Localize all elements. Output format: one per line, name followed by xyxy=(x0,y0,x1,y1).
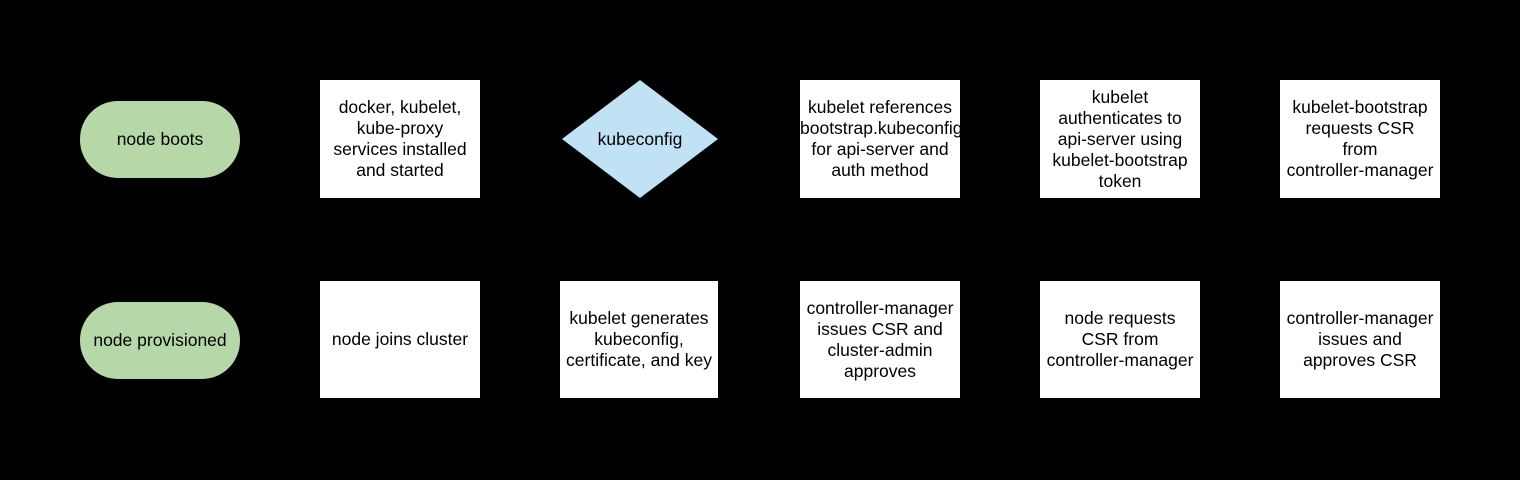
node-label: node boots xyxy=(116,129,204,149)
process-kubelet-references-bootstrap-kubeconfig: kubelet references bootstrap.kubeconfig … xyxy=(800,80,960,198)
node-label: controller-manager issues CSR and cluste… xyxy=(806,297,954,381)
node-label: node joins cluster xyxy=(331,329,469,349)
node-label: kubeconfig xyxy=(597,128,683,149)
decision-kubeconfig: kubeconfig xyxy=(562,80,718,198)
node-label: docker, kubelet, kube-proxy services ins… xyxy=(333,97,467,180)
node-label: node requests CSR from controller-manage… xyxy=(1046,308,1194,370)
node-label: kubelet references bootstrap.kubeconfig … xyxy=(800,97,960,180)
terminal-node-provisioned: node provisioned xyxy=(80,302,240,379)
process-kubelet-generates-kubeconfig: kubelet generates kubeconfig, certificat… xyxy=(560,281,718,398)
node-label: kubelet generates kubeconfig, certificat… xyxy=(566,308,712,370)
node-label: controller-manager issues and approves C… xyxy=(1286,308,1434,370)
terminal-node-boots: node boots xyxy=(80,101,240,178)
process-controller-manager-issues-csr-cluster-admin-approves: controller-manager issues CSR and cluste… xyxy=(800,281,960,398)
process-kubelet-bootstrap-requests-csr: kubelet-bootstrap requests CSR from cont… xyxy=(1280,80,1440,198)
process-node-joins-cluster: node joins cluster xyxy=(320,281,480,398)
node-label: node provisioned xyxy=(93,330,227,350)
process-node-requests-csr: node requests CSR from controller-manage… xyxy=(1040,281,1200,398)
node-label: kubelet-bootstrap requests CSR from cont… xyxy=(1286,97,1434,180)
process-controller-manager-issues-approves-csr: controller-manager issues and approves C… xyxy=(1280,281,1440,398)
process-kubelet-authenticates: kubelet authenticates to api-server usin… xyxy=(1040,80,1200,198)
process-services-installed: docker, kubelet, kube-proxy services ins… xyxy=(320,80,480,198)
node-label: kubelet authenticates to api-server usin… xyxy=(1052,86,1188,191)
